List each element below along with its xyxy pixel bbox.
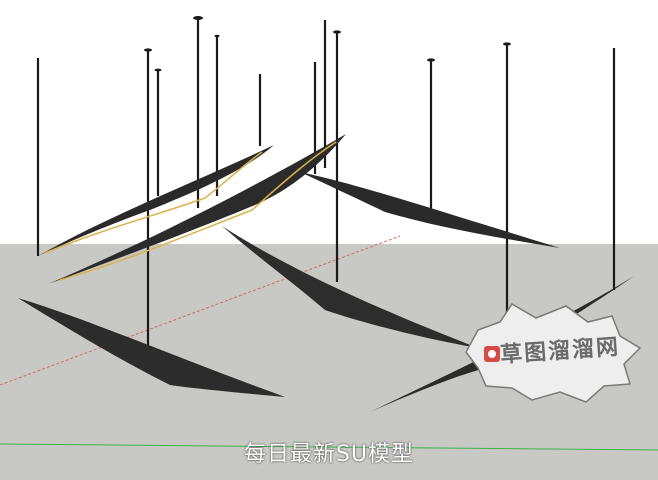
sail-back-left — [38, 145, 274, 256]
sky-background — [0, 0, 658, 244]
caption-text: 每日最新SU模型 — [243, 442, 415, 467]
rod-caps — [144, 16, 511, 72]
red-axis-line — [0, 235, 401, 386]
sail-back-right — [300, 172, 560, 248]
sail-front-left — [18, 298, 285, 397]
watermark-badge — [465, 302, 642, 403]
sail-back-left-edge — [44, 151, 263, 254]
green-axis-line — [0, 443, 658, 451]
sail-middle-edge — [59, 141, 337, 281]
sail-lamps — [18, 134, 634, 412]
